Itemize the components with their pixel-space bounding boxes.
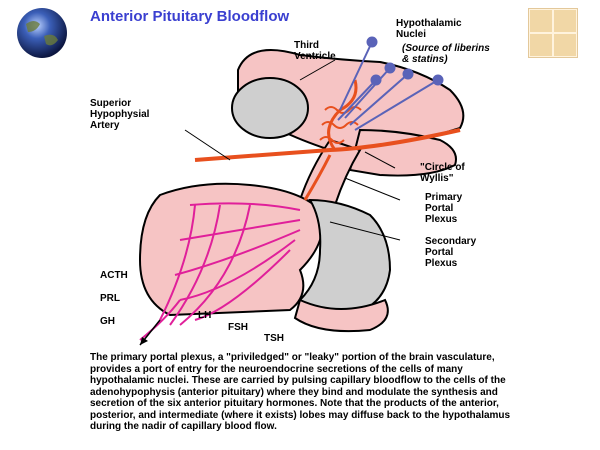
third-ventricle-label: Third Ventricle	[294, 40, 336, 62]
caption-text: The primary portal plexus, a "priviledge…	[90, 352, 511, 432]
gh-label: GH	[100, 316, 115, 327]
acth-label: ACTH	[100, 270, 128, 281]
primary-portal-plexus-label: Primary Portal Plexus	[425, 192, 463, 225]
superior-hypophysial-artery-vessel	[194, 128, 461, 162]
lh-label: LH	[198, 310, 212, 321]
third-ventricle-shape	[231, 77, 309, 139]
superior-hypophysial-artery-label: Superior Hypophysial Artery	[90, 98, 150, 131]
secondary-portal-capillaries	[139, 202, 301, 341]
posterior-lobe-rim	[293, 298, 389, 333]
hypothalamic-nuclei-label: Hypothalamic Nuclei	[396, 18, 462, 40]
portal-vessel	[303, 154, 332, 201]
anterior-pituitary-tissue	[138, 182, 324, 317]
secondary-portal-plexus-label: Secondary Portal Plexus	[425, 236, 477, 269]
fsh-label: FSH	[228, 322, 248, 333]
circle-of-wyllis-label: "Circle of Wyllis"	[420, 162, 465, 184]
output-arrowhead	[140, 337, 148, 345]
tile-grid-icon	[528, 8, 578, 58]
liberins-statins-label: (Source of liberins & statins)	[402, 43, 490, 65]
hypothalamus-right	[348, 128, 457, 177]
hypothalamic-neurons	[337, 36, 444, 131]
leader-lines	[184, 59, 401, 241]
prl-label: PRL	[100, 293, 120, 304]
page-title: Anterior Pituitary Bloodflow	[90, 8, 290, 25]
globe-icon	[17, 8, 67, 58]
tsh-label: TSH	[264, 333, 284, 344]
